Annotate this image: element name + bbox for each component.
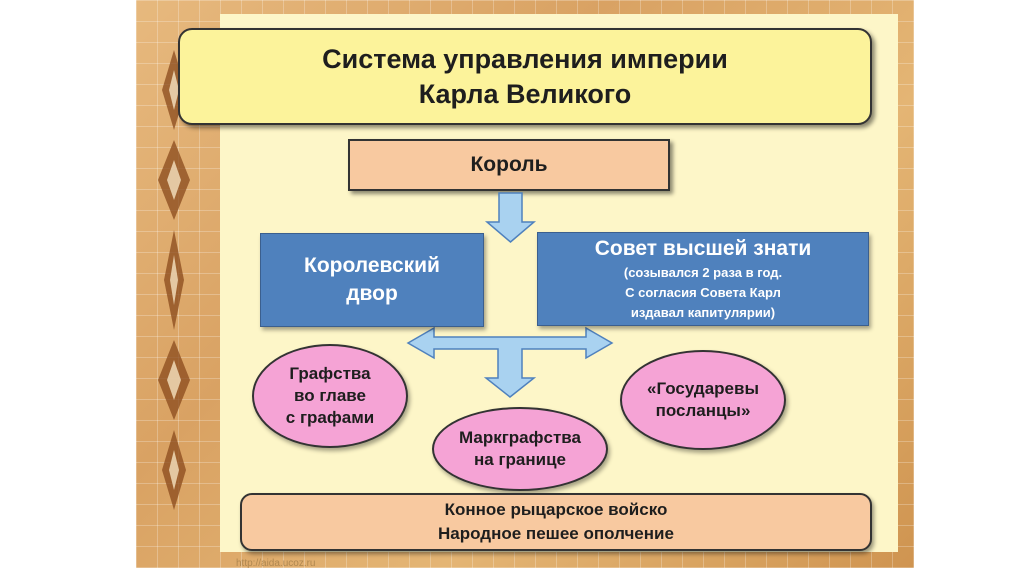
- council-title: Совет высшей знати: [594, 237, 812, 260]
- marches-ellipse: Маркграфства на границе: [432, 407, 608, 491]
- marches-line-1: Маркграфства: [459, 428, 581, 447]
- envoys-ellipse: «Государевы посланцы»: [620, 350, 786, 450]
- royal-court-line-1: Королевский: [304, 254, 440, 277]
- king-label: Король: [470, 153, 548, 176]
- army-line-2: Народное пешее ополчение: [438, 524, 674, 543]
- counties-line-1: Графства: [289, 364, 371, 383]
- title-box: Система управления империи Карла Великог…: [178, 28, 872, 125]
- envoys-line-1: «Государевы: [647, 379, 759, 398]
- marches-line-2: на границе: [474, 450, 566, 469]
- counties-ellipse: Графства во главе с графами: [252, 344, 408, 448]
- king-box: Король: [348, 139, 670, 191]
- counties-line-3: с графами: [285, 408, 375, 427]
- army-line-1: Конное рыцарское войско: [444, 500, 668, 519]
- watermark-text: http://aida.ucoz.ru: [236, 558, 316, 569]
- royal-court-line-2: двор: [346, 282, 398, 305]
- title-line-1: Система управления империи: [322, 43, 728, 74]
- title-line-2: Карла Великого: [418, 78, 632, 109]
- council-note-3: издавал капитулярии): [630, 305, 776, 320]
- council-note-2: С согласия Совета Карл: [625, 285, 781, 300]
- counties-line-2: во главе: [294, 386, 366, 405]
- council-note-1: (созывался 2 раза в год.: [623, 265, 783, 280]
- council-box: Совет высшей знати (созывался 2 раза в г…: [537, 232, 869, 326]
- royal-court-box: Королевский двор: [260, 233, 484, 327]
- army-box: Конное рыцарское войско Народное пешее о…: [240, 493, 872, 551]
- envoys-line-2: посланцы»: [655, 401, 751, 420]
